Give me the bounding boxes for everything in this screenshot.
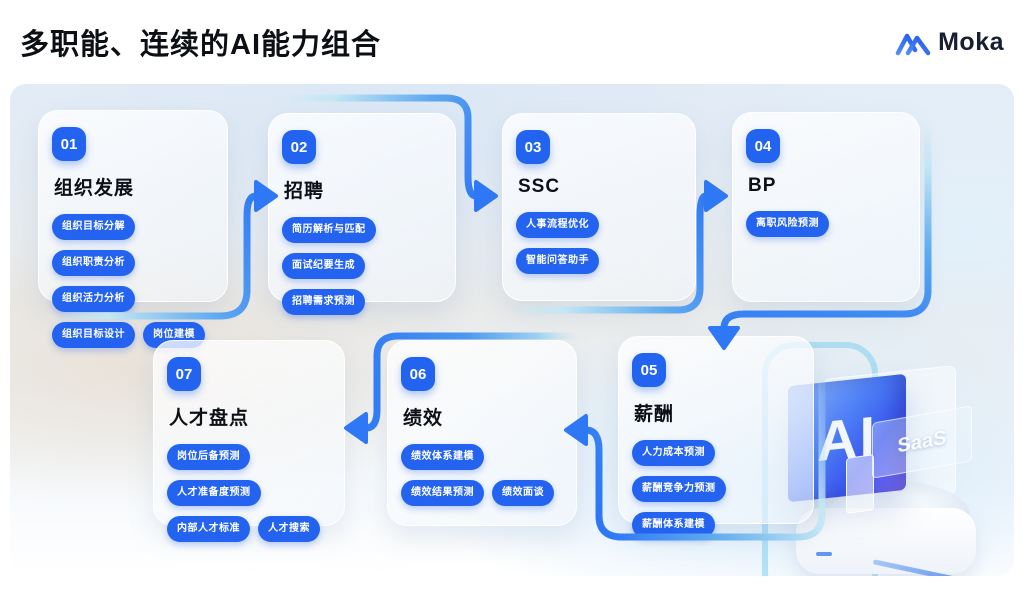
moka-mountain-icon <box>895 33 931 56</box>
brand-logo: Moka <box>895 28 1004 57</box>
capability-pill: 绩效面谈 <box>492 480 554 506</box>
header: 多职能、连续的AI能力组合 Moka <box>0 0 1024 84</box>
card-title-compensation: 薪酬 <box>634 404 675 425</box>
capability-pill: 内部人才标准 <box>167 516 250 542</box>
step-badge-04: 04 <box>746 129 780 163</box>
page-title: 多职能、连续的AI能力组合 <box>20 29 382 61</box>
card-org-development: 01 组织发展 组织目标分解组织职责分析组织活力分析组织目标设计岗位建模 <box>38 110 228 348</box>
capability-pills: 人力成本预测薪酬竞争力预测薪酬体系建模 <box>632 440 800 538</box>
card-title-ssc: SSC <box>518 176 561 197</box>
card-recruiting: 02 招聘 简历解析与匹配面试纪要生成招聘需求预测 <box>268 113 456 315</box>
capability-pills: 绩效体系建模绩效结果预测绩效面谈 <box>401 444 563 506</box>
capability-pill: 人事流程优化 <box>516 212 599 238</box>
step-badge-03: 03 <box>516 130 550 164</box>
step-badge-07: 07 <box>167 357 201 391</box>
card-title-performance: 绩效 <box>403 408 444 429</box>
step-badge-02: 02 <box>282 130 316 164</box>
capability-pills: 岗位后备预测人才准备度预测内部人才标准人才搜索 <box>167 444 331 542</box>
capability-pill: 组织目标设计 <box>52 322 135 348</box>
capability-pills: 离职风险预测 <box>746 211 906 237</box>
card-title-bp: BP <box>748 175 777 196</box>
brand-name: Moka <box>938 27 1004 56</box>
capability-pill: 人才搜索 <box>258 516 320 542</box>
capability-pill: 人才准备度预测 <box>167 480 261 506</box>
capability-pill: 岗位后备预测 <box>167 444 250 470</box>
capability-pill: 离职风险预测 <box>746 211 829 237</box>
capability-pills: 组织目标分解组织职责分析组织活力分析组织目标设计岗位建模 <box>52 214 214 348</box>
decor-illustration: AI SaaS <box>10 84 1014 576</box>
capability-pill: 绩效结果预测 <box>401 480 484 506</box>
capability-pills: 人事流程优化智能问答助手 <box>516 212 682 274</box>
capability-pill: 智能问答助手 <box>516 248 599 274</box>
step-badge-05: 05 <box>632 353 666 387</box>
capability-pill: 人力成本预测 <box>632 440 715 466</box>
capability-pill: 薪酬体系建模 <box>632 512 715 538</box>
capability-pill: 简历解析与匹配 <box>282 217 376 243</box>
step-badge-01: 01 <box>52 127 86 161</box>
pedestal-tick <box>816 552 832 556</box>
diagram-panel: AI SaaS 01 组织发展 组织目标分解组织职责分析组织活力分析组织目标设计… <box>10 84 1014 576</box>
capability-pill: 组织活力分析 <box>52 286 135 312</box>
capability-pills: 简历解析与匹配面试纪要生成招聘需求预测 <box>282 217 442 315</box>
capability-pill: 薪酬竞争力预测 <box>632 476 726 502</box>
card-title-recruiting: 招聘 <box>284 181 325 202</box>
card-bp: 04 BP 离职风险预测 <box>732 112 920 302</box>
capability-pill: 组织目标分解 <box>52 214 135 240</box>
card-compensation: 05 薪酬 人力成本预测薪酬竞争力预测薪酬体系建模 <box>618 336 814 538</box>
card-ssc: 03 SSC 人事流程优化智能问答助手 <box>502 113 696 301</box>
step-badge-06: 06 <box>401 357 435 391</box>
capability-pill: 组织职责分析 <box>52 250 135 276</box>
mini-cuboid-shape <box>846 454 874 514</box>
card-performance: 06 绩效 绩效体系建模绩效结果预测绩效面谈 <box>387 340 577 526</box>
capability-pill: 面试纪要生成 <box>282 253 365 279</box>
capability-pill: 绩效体系建模 <box>401 444 484 470</box>
card-title-talent-review: 人才盘点 <box>169 408 250 429</box>
card-talent-review: 07 人才盘点 岗位后备预测人才准备度预测内部人才标准人才搜索 <box>153 340 345 542</box>
capability-pill: 招聘需求预测 <box>282 289 365 315</box>
card-title-org-development: 组织发展 <box>54 178 135 199</box>
